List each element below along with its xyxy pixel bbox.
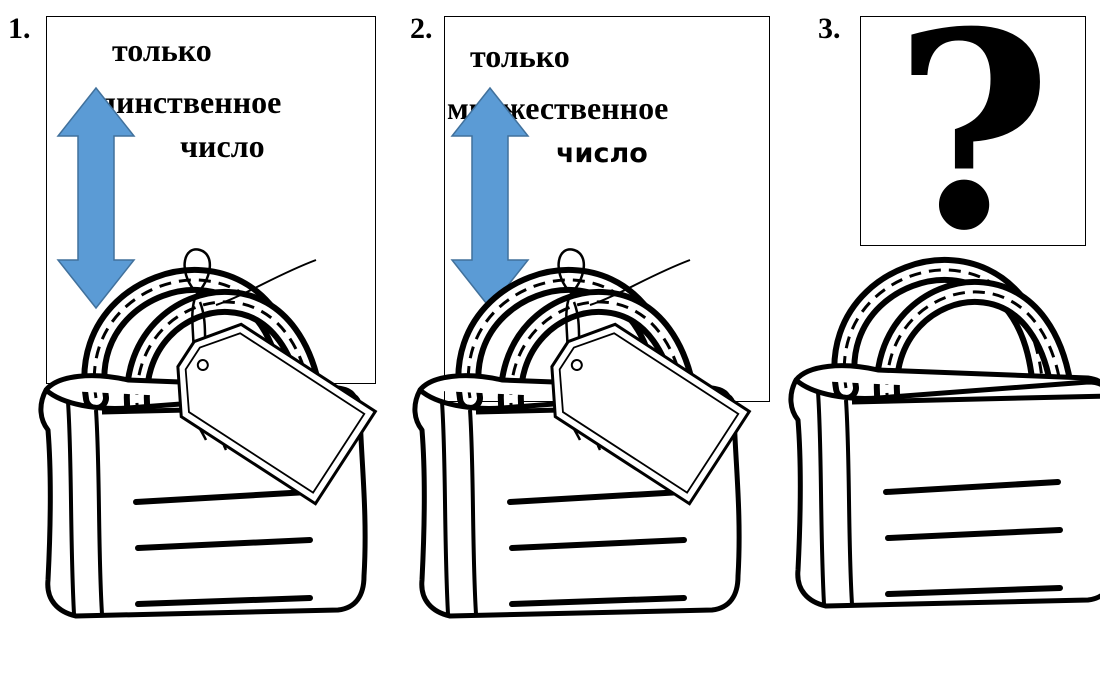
question-mark-box: ? [860, 16, 1086, 246]
panel-2-caption-line-1: только [470, 38, 570, 74]
question-mark-icon: ? [893, 16, 1053, 246]
panel-3-number: 3. [818, 12, 841, 45]
panel-1-number: 1. [8, 12, 31, 45]
panel-1-double-arrow-icon [57, 87, 135, 309]
panel-1-caption-line-3: число [180, 128, 265, 164]
panel-2-caption-line-3: число [556, 138, 648, 169]
panel-3-bag [791, 270, 1100, 606]
panel-2-double-arrow-icon [451, 87, 529, 309]
panel-1-caption-line-2: единственное [86, 84, 282, 120]
panel-1-caption-line-1: только [112, 32, 212, 68]
panel-2-number: 2. [410, 12, 433, 45]
